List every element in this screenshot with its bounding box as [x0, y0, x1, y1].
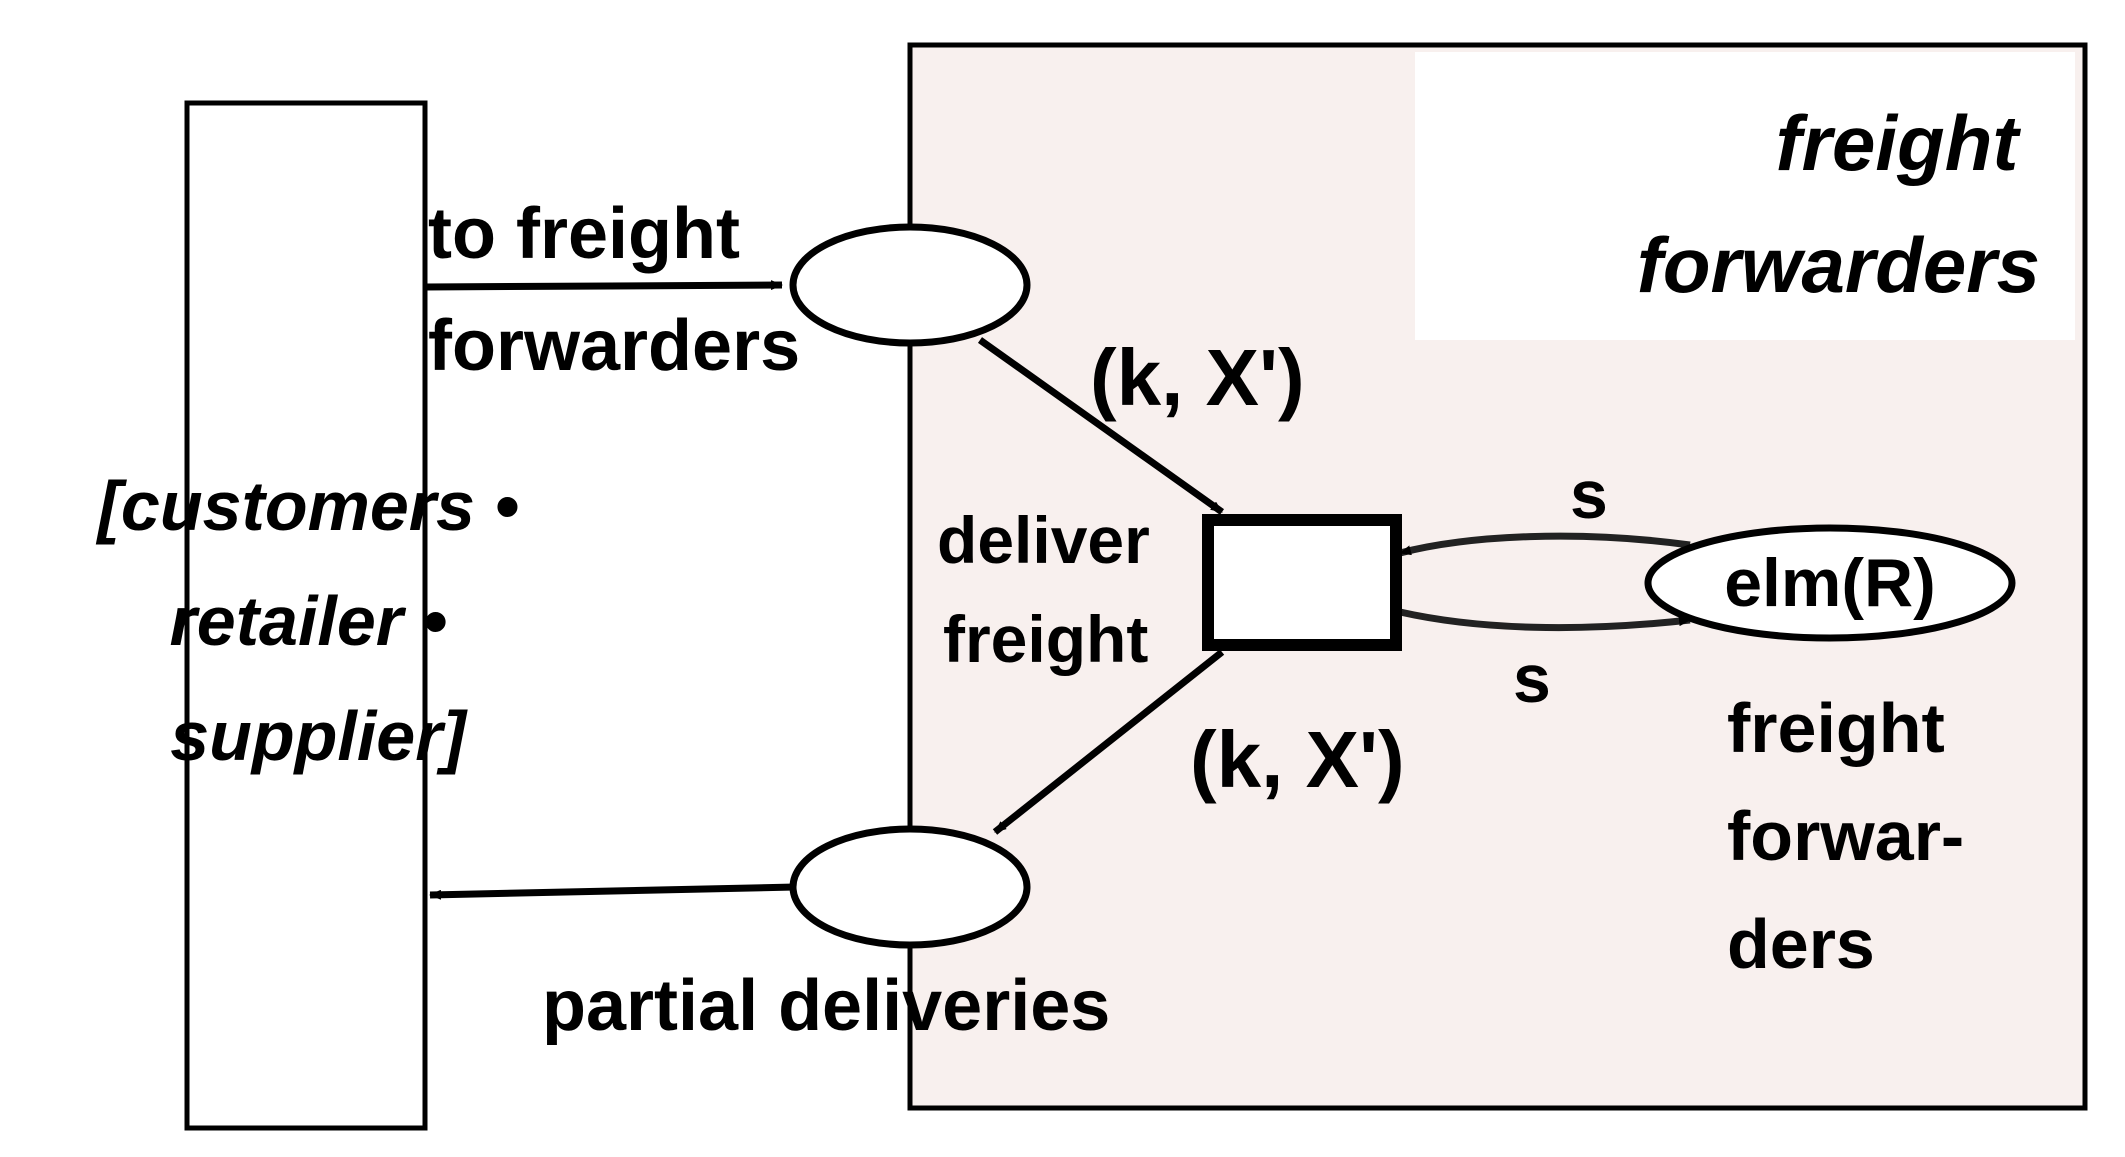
- arc-loop-top: [1399, 532, 1691, 557]
- arc-inscription-loop-top: s: [1570, 457, 1608, 533]
- place-inscription-elm-r: elm(R): [1724, 545, 1936, 621]
- component-title-backdrop: [1415, 52, 2075, 340]
- place-partial-deliveries: [789, 825, 1031, 949]
- place-to-freight-forwarders: [789, 223, 1031, 347]
- arc-partial-deliveries-to-left: [429, 883, 796, 900]
- customers-retailer-supplier-component: [184, 100, 428, 1131]
- component-title: freight forwarders: [1637, 99, 2040, 309]
- place-label-to-freight-forwarders: to freight forwarders: [428, 194, 800, 386]
- place-freight-forwarders: [1644, 524, 2016, 642]
- arc-inscription-in: (k, X'): [1090, 333, 1305, 422]
- arc-inscription-loop-bottom: s: [1513, 641, 1551, 717]
- arc-transition-to-partial-deliveries: [992, 649, 1225, 835]
- arc-to-freight-forwarders: [424, 280, 783, 291]
- transition-deliver-freight: [1202, 514, 1402, 651]
- transition-label-deliver-freight: deliver freight: [937, 503, 1168, 676]
- arc-inscription-out: (k, X'): [1190, 715, 1405, 804]
- place-label-partial-deliveries: partial deliveries: [542, 966, 1110, 1046]
- left-component-label: [customers • retailer • supplier]: [96, 467, 539, 775]
- arc-loop-bottom: [1399, 608, 1691, 632]
- place-label-freight-forwarders: freight forwar- ders: [1727, 689, 1984, 983]
- arc-place-to-transition: [977, 337, 1225, 515]
